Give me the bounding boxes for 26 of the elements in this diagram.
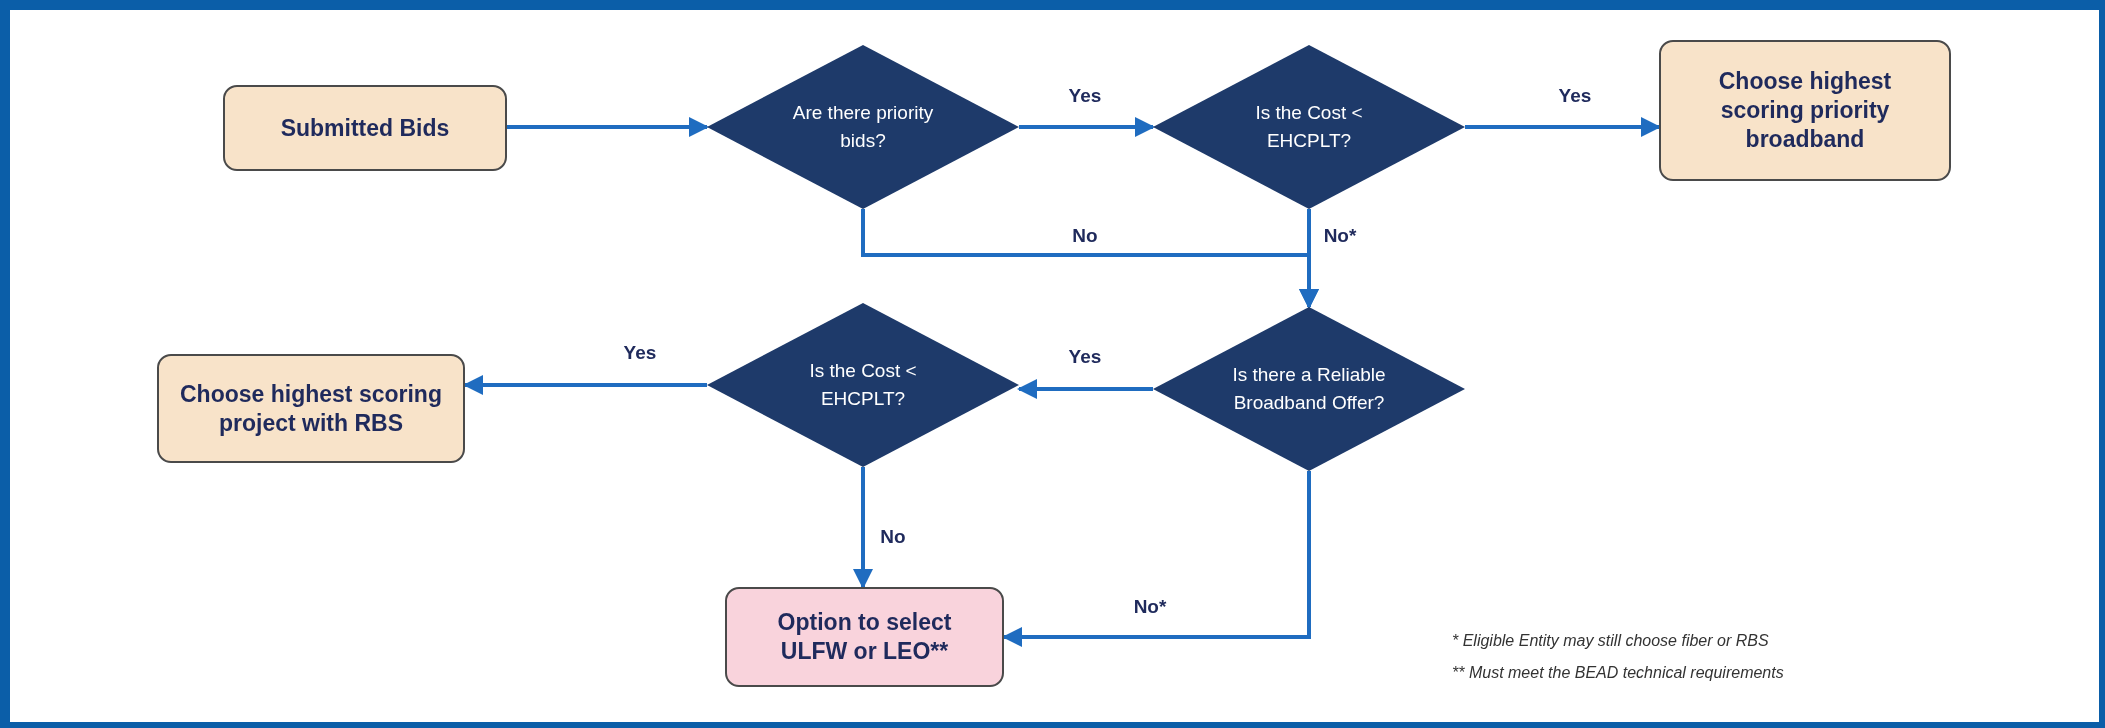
arrow bbox=[853, 467, 873, 589]
arrow bbox=[1019, 117, 1155, 137]
node-text: Choose highest scoring priority broadband bbox=[1717, 67, 1893, 154]
footnote: * Eligible Entity may still choose fiber or RBS bbox=[1452, 632, 1769, 650]
decision-diamond bbox=[707, 303, 1019, 467]
process-box bbox=[157, 354, 465, 463]
process-box bbox=[223, 85, 507, 171]
decision-diamond bbox=[1153, 307, 1465, 471]
process-box bbox=[725, 587, 1004, 687]
node-text: Is there a Reliable Broadband Offer? bbox=[1231, 363, 1387, 415]
node-text: Are there priority bids? bbox=[791, 101, 935, 153]
arrow bbox=[463, 375, 707, 395]
decision-diamond bbox=[1153, 45, 1465, 209]
process-box bbox=[1659, 40, 1951, 181]
arrow bbox=[507, 117, 709, 137]
node-text: Choose highest scoring project with RBS bbox=[179, 379, 443, 438]
node-text: Submitted Bids bbox=[279, 113, 451, 143]
node-text: Is the Cost < EHCPLT? bbox=[808, 359, 918, 411]
footnote: ** Must meet the BEAD technical requirements bbox=[1452, 664, 1784, 682]
node-text: Is the Cost < EHCPLT? bbox=[1254, 101, 1364, 153]
arrow bbox=[1017, 379, 1153, 399]
arrow bbox=[1002, 471, 1311, 647]
arrow bbox=[1465, 117, 1661, 137]
node-text: Option to select ULFW or LEO** bbox=[776, 608, 953, 666]
arrow bbox=[1299, 209, 1319, 309]
decision-diamond bbox=[707, 45, 1019, 209]
